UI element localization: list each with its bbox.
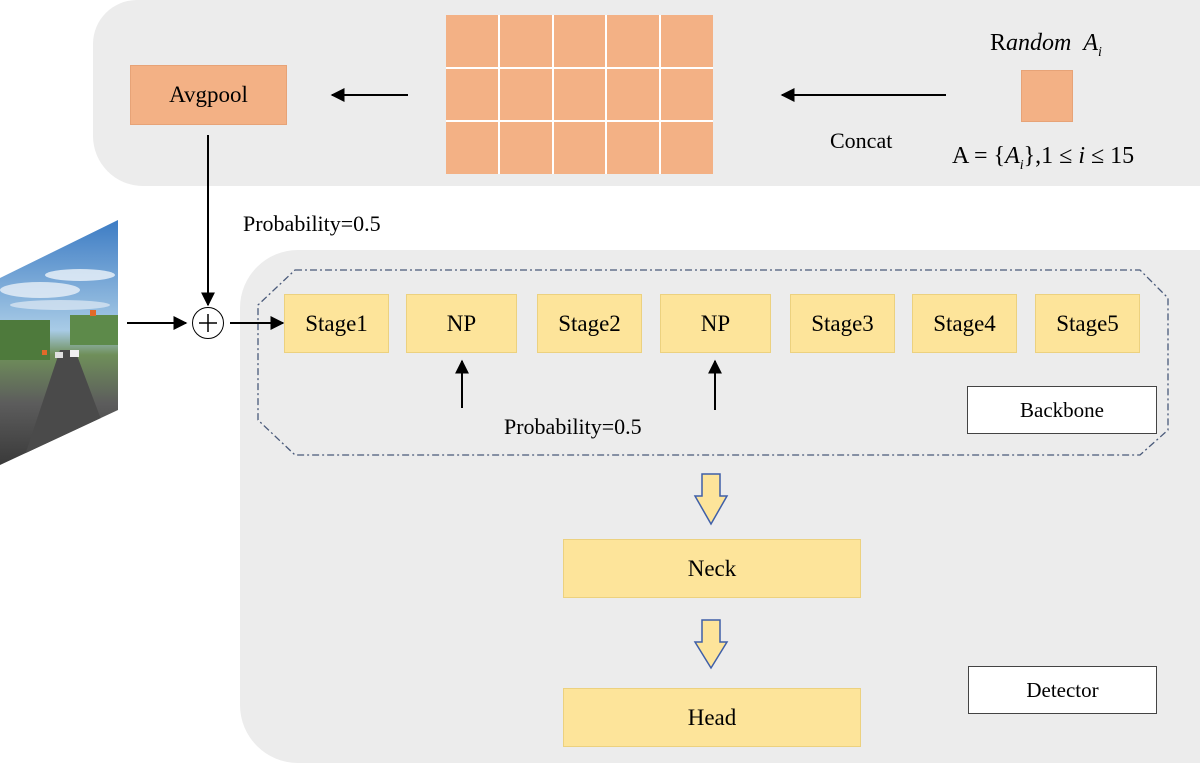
input-image (0, 220, 118, 465)
stage5-block: Stage5 (1035, 294, 1140, 353)
grid-cell (607, 68, 660, 121)
grid-cell (446, 68, 498, 121)
probability-label-np: Probability=0.5 (504, 414, 642, 439)
grid-cell (446, 122, 498, 174)
probability-label-top: Probability=0.5 (243, 211, 381, 236)
detector-label: Detector (968, 666, 1157, 714)
grid-cell (553, 122, 606, 174)
random-ai-label: Random Ai (990, 30, 1102, 60)
neck-block: Neck (563, 539, 861, 598)
trees (0, 320, 50, 360)
backbone-label: Backbone (967, 386, 1157, 434)
car (55, 352, 63, 358)
random-block (1021, 70, 1073, 122)
head-block: Head (563, 688, 861, 747)
avgpool-block: Avgpool (130, 65, 287, 125)
grid-cell (607, 122, 660, 174)
grid-cell (499, 15, 552, 67)
grid-cell (607, 15, 660, 67)
cloud (45, 269, 115, 281)
hollow-arrow-neck-to-head (693, 619, 729, 670)
np-block-2: NP (660, 294, 771, 353)
grid-cell (499, 122, 552, 174)
grid-cell (661, 68, 713, 121)
cloud (0, 282, 80, 298)
np-block-1: NP (406, 294, 517, 353)
stage1-block: Stage1 (284, 294, 389, 353)
fusion-icon (192, 307, 224, 339)
sign (90, 310, 96, 316)
grid-cell (499, 68, 552, 121)
hollow-arrow-backbone-to-neck (693, 473, 729, 526)
stage4-block: Stage4 (912, 294, 1017, 353)
cloud (10, 300, 110, 310)
grid-cell (661, 122, 713, 174)
plus-icon (199, 314, 217, 332)
grid-cell (553, 15, 606, 67)
avgpool-label: Avgpool (169, 82, 248, 107)
set-definition: A = {Ai},1 ≤ i ≤ 15 (952, 143, 1135, 173)
grid-cell (446, 15, 498, 67)
concat-label: Concat (830, 128, 893, 153)
grid-cell (553, 68, 606, 121)
trees (70, 315, 118, 345)
sign (42, 350, 47, 355)
stage2-block: Stage2 (537, 294, 642, 353)
concat-grid (446, 15, 713, 174)
backbone-boundary (257, 269, 1169, 456)
grid-cell (661, 15, 713, 67)
stage3-block: Stage3 (790, 294, 895, 353)
car (70, 350, 79, 357)
